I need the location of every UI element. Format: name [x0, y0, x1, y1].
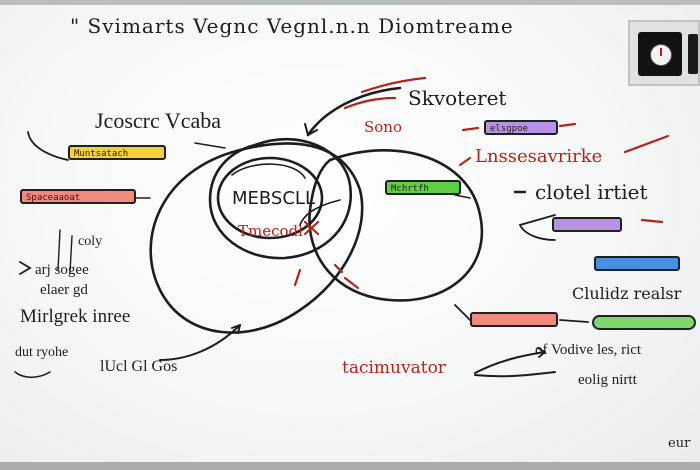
right-label-2: Clulidz realsr [572, 284, 682, 303]
thermostat-side-panel [688, 34, 698, 74]
tag-blue-right [594, 256, 680, 271]
top-right-sub: Sono [364, 118, 402, 136]
tag-yellow: Muntsatach [68, 145, 166, 160]
left-note-4: Mirlgrek inree [20, 306, 131, 327]
bottom-right-2: eolig nirtt [578, 372, 637, 388]
thermostat-dial [650, 44, 672, 66]
red-stroke-top [360, 76, 427, 94]
center-label: MEBSCLL [232, 188, 315, 209]
thermostat-face [638, 32, 682, 76]
thermostat-icon [628, 20, 700, 86]
tag-green-bottom [592, 315, 696, 330]
venn-circle-left [149, 142, 364, 334]
tag-green: Mchrtfh [385, 180, 461, 195]
left-note-1: coly [78, 234, 103, 249]
red-cross-center [303, 220, 320, 236]
left-note-3: elaer gd [40, 282, 88, 298]
tag-salmon: Spaceaaoat [20, 189, 136, 204]
bottom-left-2: lUcl Gl Gos [100, 358, 178, 375]
tag-purple-top: elsgpoe [484, 120, 558, 135]
left-note-2: arj sogee [35, 262, 89, 278]
center-ellipse [216, 156, 324, 240]
right-label-1: clotel irtiet [535, 180, 648, 204]
right-heading: Lnssesavrirke [475, 146, 603, 167]
inner-loop [231, 163, 306, 179]
tag-red-bottom [470, 312, 558, 327]
left-heading: Jcoscrc Vcaba [95, 108, 222, 133]
center-sublabel: Tmecodl [238, 222, 303, 240]
arrow-to-top-heading [306, 86, 402, 137]
board-title: " Svimarts Vegnc Vegnl.n.n Diomtreame [70, 14, 514, 38]
board-frame-top [0, 0, 700, 5]
bottom-right-1: of Vodive les, rict [535, 342, 642, 358]
arrow-lower-left [159, 324, 241, 361]
venn-circle-inner [208, 137, 353, 260]
top-right-heading: Skvoteret [408, 86, 507, 110]
corner-mark: eur [668, 436, 691, 451]
venn-circle-right [308, 148, 483, 302]
bottom-left-1: dut ryohe [15, 345, 69, 360]
bottom-center-label: tacimuvator [342, 358, 446, 378]
board-frame-bottom [0, 462, 700, 470]
tag-purple-right [552, 217, 622, 232]
